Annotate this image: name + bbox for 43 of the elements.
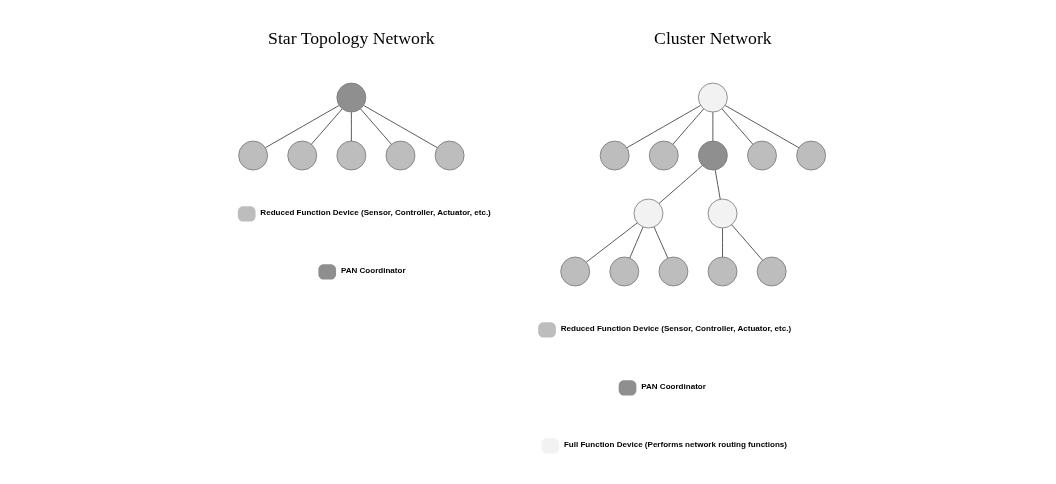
node-circle <box>599 140 630 170</box>
connector <box>585 221 638 262</box>
connector <box>724 104 799 148</box>
connector <box>359 108 392 145</box>
node-circle <box>385 140 415 170</box>
legend-label: Reduced Function Device (Sensor, Controller, Actuator, etc.) <box>259 207 491 217</box>
connector <box>626 104 701 148</box>
node-circle <box>746 140 777 170</box>
connector <box>721 108 753 145</box>
node-circle <box>658 256 688 286</box>
node-circle <box>707 198 737 228</box>
legend-label: PAN Coordinator <box>340 265 406 275</box>
node-circle <box>756 256 787 286</box>
connector <box>350 111 352 141</box>
connector <box>658 164 703 204</box>
node-circle <box>237 140 268 170</box>
node-circle <box>633 198 663 228</box>
node-circle <box>434 140 464 170</box>
label: Star Topology Network <box>267 27 435 48</box>
legend-label: PAN Coordinator <box>640 381 706 391</box>
connector <box>653 226 668 258</box>
node-circle <box>335 82 366 112</box>
connector <box>264 104 339 148</box>
connector <box>711 111 713 141</box>
connector <box>310 108 343 145</box>
node-circle <box>697 140 728 170</box>
connector <box>721 227 723 257</box>
label: Cluster Network <box>653 27 772 48</box>
legend-label: Reduced Function Device (Sensor, Controller, Actuator, etc.) <box>560 323 791 333</box>
node-circle <box>608 256 639 286</box>
connector <box>628 226 643 258</box>
node-circle <box>286 140 317 170</box>
node-circle <box>559 256 590 286</box>
node-circle <box>697 82 728 112</box>
legend-label: Full Function Device (Performs network routing functions) <box>563 439 787 449</box>
connector <box>672 108 704 145</box>
connector <box>730 224 763 261</box>
node-circle <box>648 140 679 170</box>
node-circle <box>335 140 366 170</box>
node-circle <box>795 140 826 170</box>
connector <box>362 104 438 148</box>
connector <box>714 169 721 200</box>
node-circle <box>707 256 737 286</box>
